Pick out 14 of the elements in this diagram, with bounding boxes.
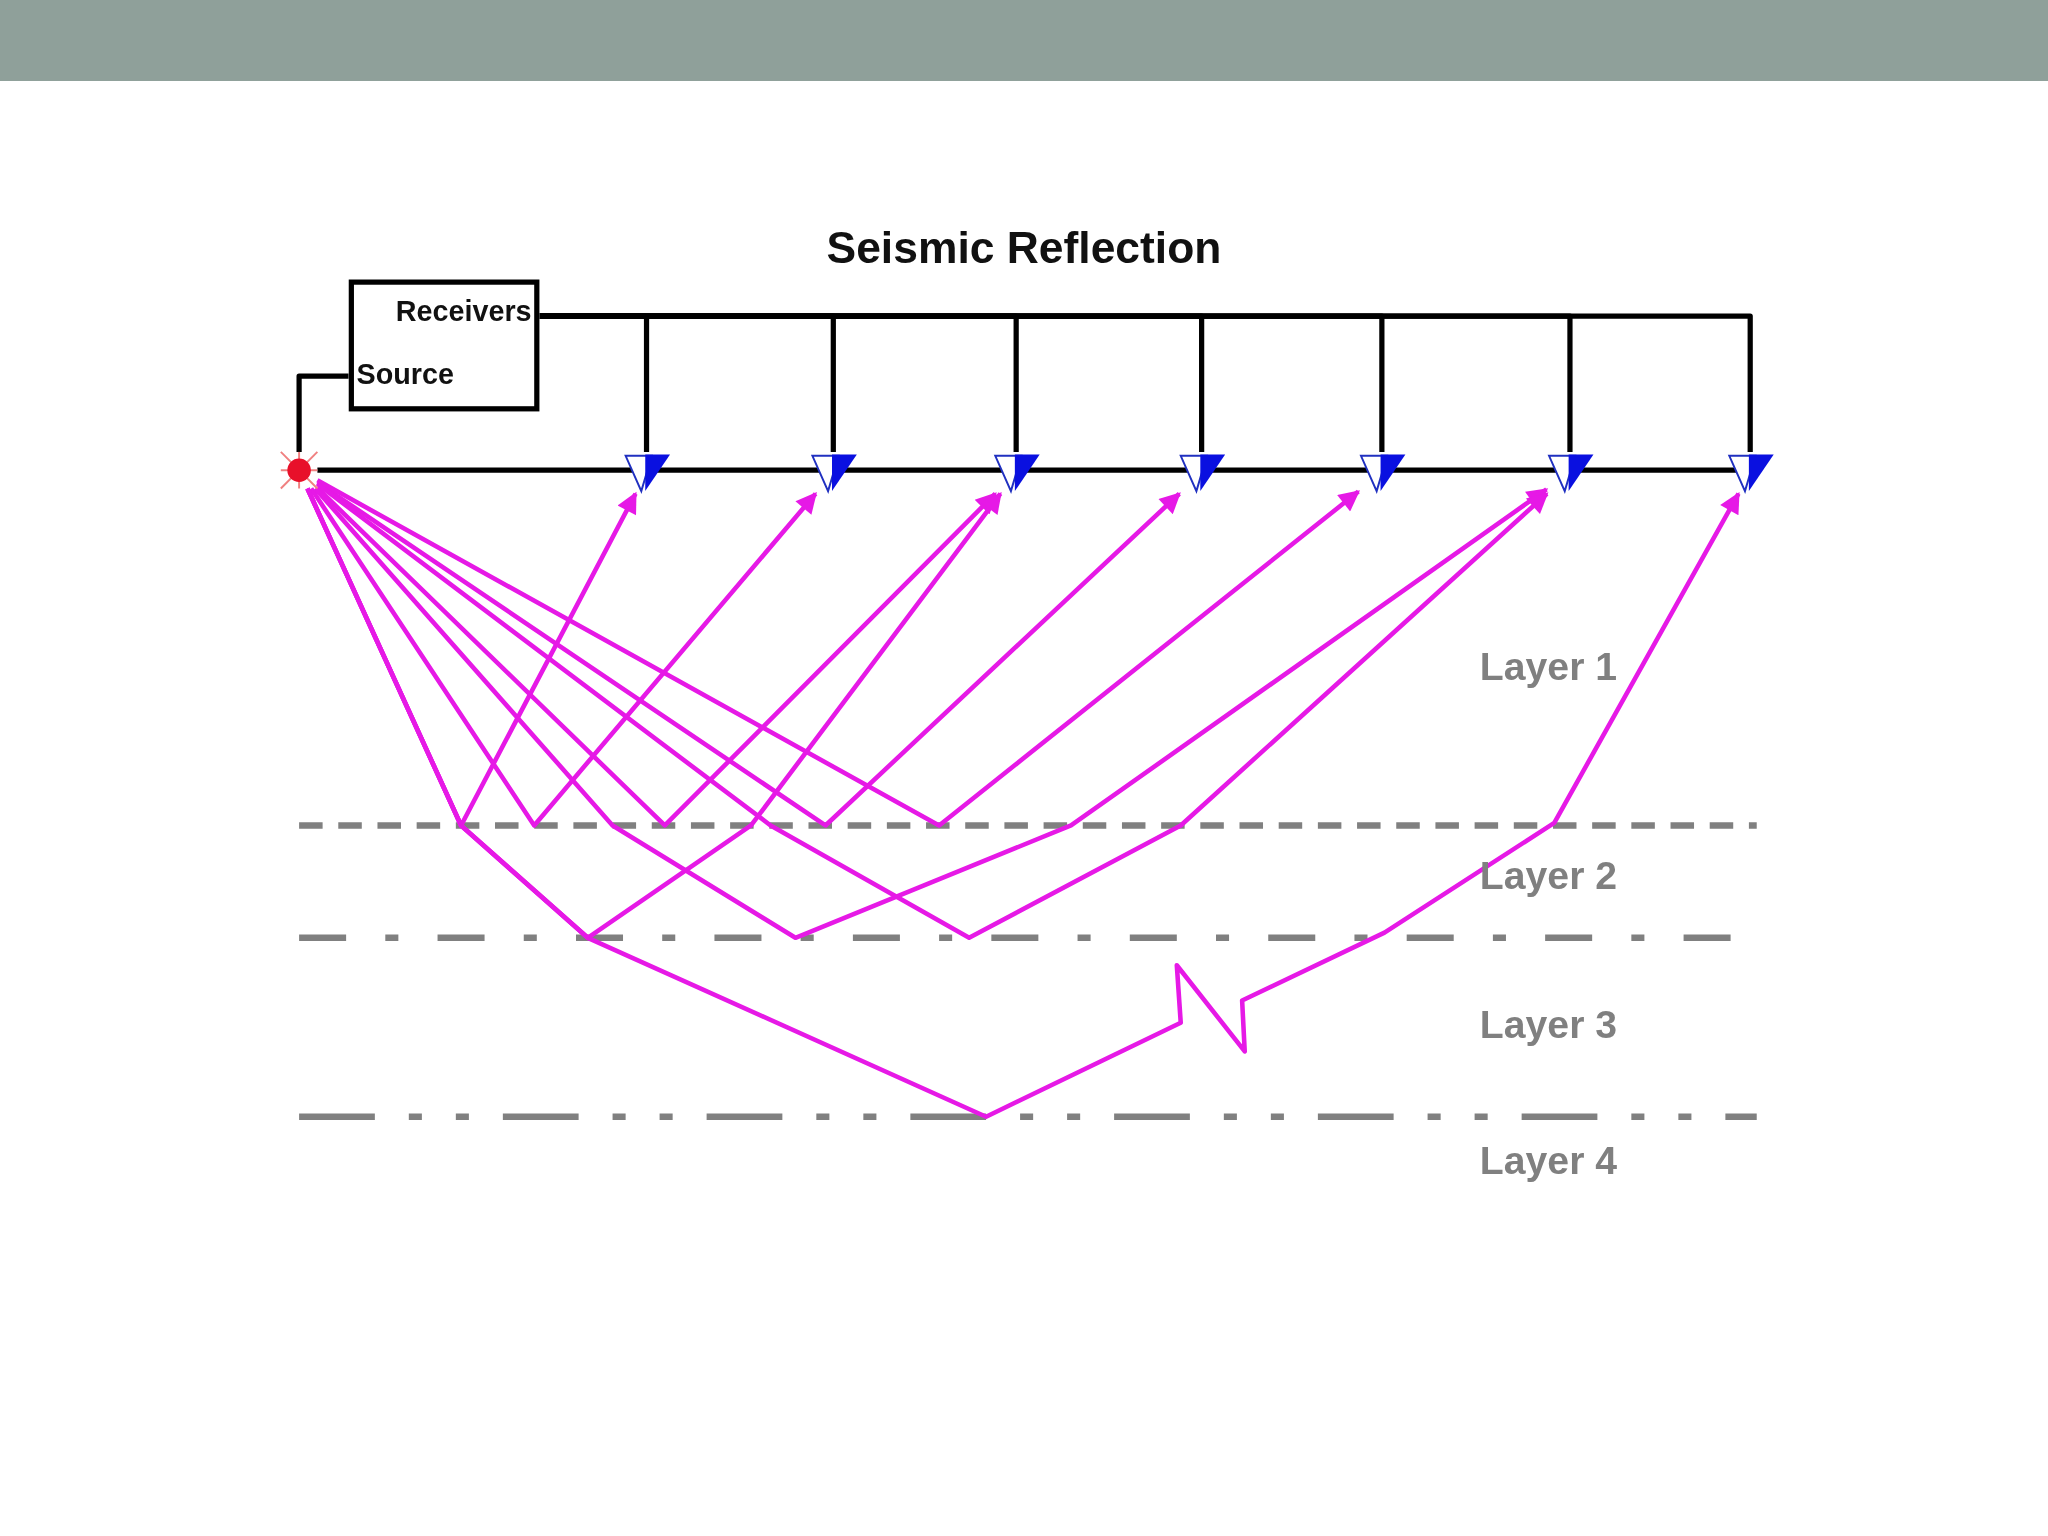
layer-label: Layer 4 bbox=[1479, 1138, 1618, 1184]
source-burst-icon bbox=[280, 451, 318, 489]
box-label: Source bbox=[356, 357, 454, 392]
ray-arrow bbox=[305, 487, 1741, 1119]
layer-label: Layer 3 bbox=[1479, 1003, 1618, 1048]
layer-label: Layer 2 bbox=[1479, 854, 1618, 899]
ray-arrow bbox=[315, 486, 997, 828]
layer-label: Layer 1 bbox=[1479, 645, 1618, 690]
control-unit-box bbox=[348, 279, 540, 412]
ray-arrow bbox=[309, 487, 818, 828]
ray-arrow bbox=[316, 478, 1360, 828]
box-label: Receivers bbox=[395, 295, 532, 330]
diagram-title: Seismic Reflection bbox=[825, 222, 1223, 273]
ray-arrow bbox=[316, 480, 1181, 828]
